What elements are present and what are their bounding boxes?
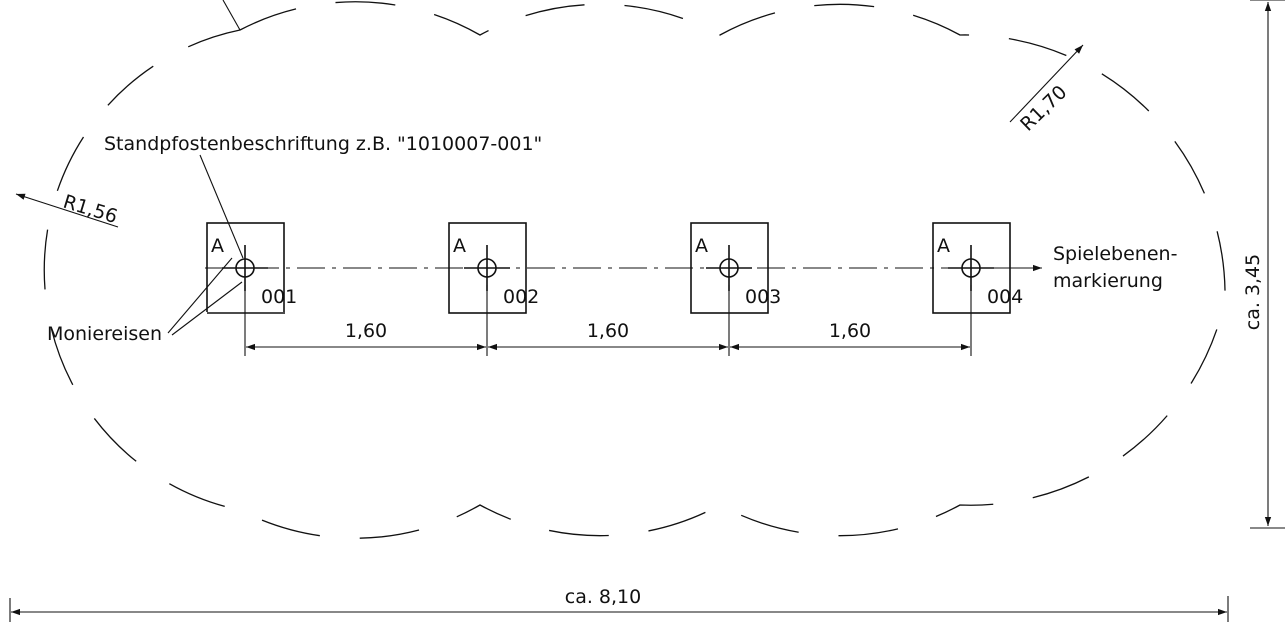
post-001: A 001 [205,222,297,316]
post-id: 002 [503,286,539,308]
post-mark: A [695,235,708,257]
post-label-note: Standpfostenbeschriftung z.B. "1010007-0… [104,133,542,155]
play-area-outline [43,1,1226,539]
post-003: A 003 [690,222,781,314]
radius-left-label: R1,56 [61,191,121,228]
radius-right-label: R1,70 [1016,81,1071,135]
post-id: 003 [745,286,781,308]
spacing-label-3: 1,60 [829,320,871,342]
spacing-label-2: 1,60 [587,320,629,342]
post-002: A 002 [448,222,539,314]
post-id: 001 [261,286,297,308]
overall-width-label: ca. 3,45 [1242,254,1264,330]
post-mark: A [211,235,224,257]
leader-lines [167,0,244,336]
post-mark: A [937,235,950,257]
overall-length-dimension: ca. 8,10 [9,586,1229,622]
overall-length-label: ca. 8,10 [565,586,641,608]
radius-left-arrow [15,193,119,228]
spacing-label-1: 1,60 [345,320,387,342]
rebar-label: Moniereisen [47,323,162,345]
level-marker-label-2: markierung [1053,270,1163,292]
post-id: 004 [987,286,1023,308]
level-marker-label-1: Spielebenen- [1053,243,1177,265]
radius-right-arrow [1009,44,1084,123]
spacing-dimensions: 1,60 1,60 1,60 [244,285,972,356]
post-mark: A [453,235,466,257]
overall-width-dimension: ca. 3,45 [1242,0,1285,529]
